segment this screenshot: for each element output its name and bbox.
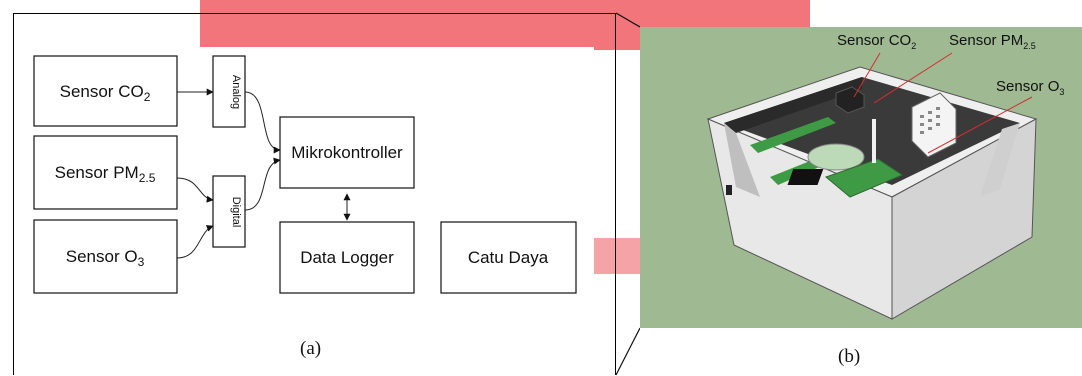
sensor-o3-block: [33, 219, 178, 294]
digital-block: [212, 175, 246, 248]
sensor-o3-label: Sensor O3: [66, 247, 145, 269]
catu-daya-block: [440, 221, 577, 294]
analog-label: Analog: [230, 75, 242, 109]
caption-b: (b): [838, 346, 861, 367]
analog-block: [212, 55, 246, 128]
connectors: [176, 88, 351, 259]
arrow-digital-mikro: [244, 157, 281, 211]
perspective-lines: [615, 12, 640, 376]
pcb-strip-left: [750, 117, 836, 153]
sensor-pm25-block: [33, 135, 178, 210]
block-diagram: Sensor CO2 Sensor PM2.5 Sensor O3 Analog…: [33, 12, 640, 376]
sensor-opening: [807, 143, 865, 171]
panel-a-frame: [13, 13, 616, 375]
callout-pm25: Sensor PM2.5: [949, 32, 1036, 51]
enclosure-3d-view: [640, 27, 1082, 328]
co2-sensor-module: [835, 86, 865, 114]
sensor-pm25-label: Sensor PM2.5: [55, 163, 156, 185]
callout-leaders: [853, 52, 1033, 154]
arrow-analog-mikro: [244, 91, 281, 154]
mikrokontroller-block: [279, 116, 415, 189]
callout-o3: Sensor O3: [996, 78, 1065, 97]
o3-sensor-chip: [787, 169, 824, 185]
pcb-main: [824, 158, 904, 198]
digital-label: Digital: [230, 197, 242, 228]
sensor-co2-block: [33, 55, 178, 127]
arrow-o3-digital: [176, 225, 214, 259]
enclosure-model: [706, 52, 1038, 320]
data-logger-label: Data Logger: [300, 248, 394, 267]
data-logger-block: [279, 221, 415, 294]
sensor-co2-label: Sensor CO2: [60, 82, 151, 104]
catu-daya-label: Catu Daya: [468, 248, 549, 267]
callout-co2: Sensor CO2: [837, 32, 917, 51]
mikrokontroller-label: Mikrokontroller: [291, 143, 403, 162]
caption-a: (a): [300, 338, 322, 359]
side-port: [726, 185, 732, 195]
pm25-sensor-housing: [911, 92, 957, 158]
arrow-pm-digital: [176, 177, 214, 203]
